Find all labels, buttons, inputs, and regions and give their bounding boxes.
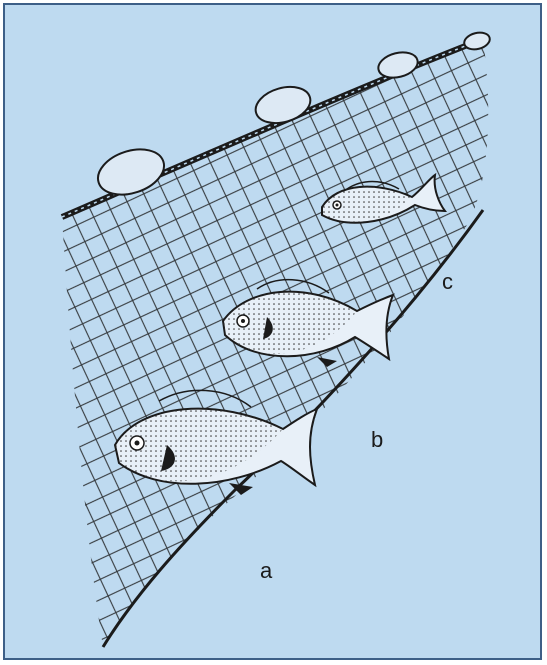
label-c: c (442, 269, 453, 295)
gillnet-illustration (5, 5, 542, 660)
label-a: a (260, 558, 272, 584)
float-4 (462, 30, 491, 52)
figure-frame: c b a (3, 3, 542, 660)
label-b: b (371, 427, 383, 453)
